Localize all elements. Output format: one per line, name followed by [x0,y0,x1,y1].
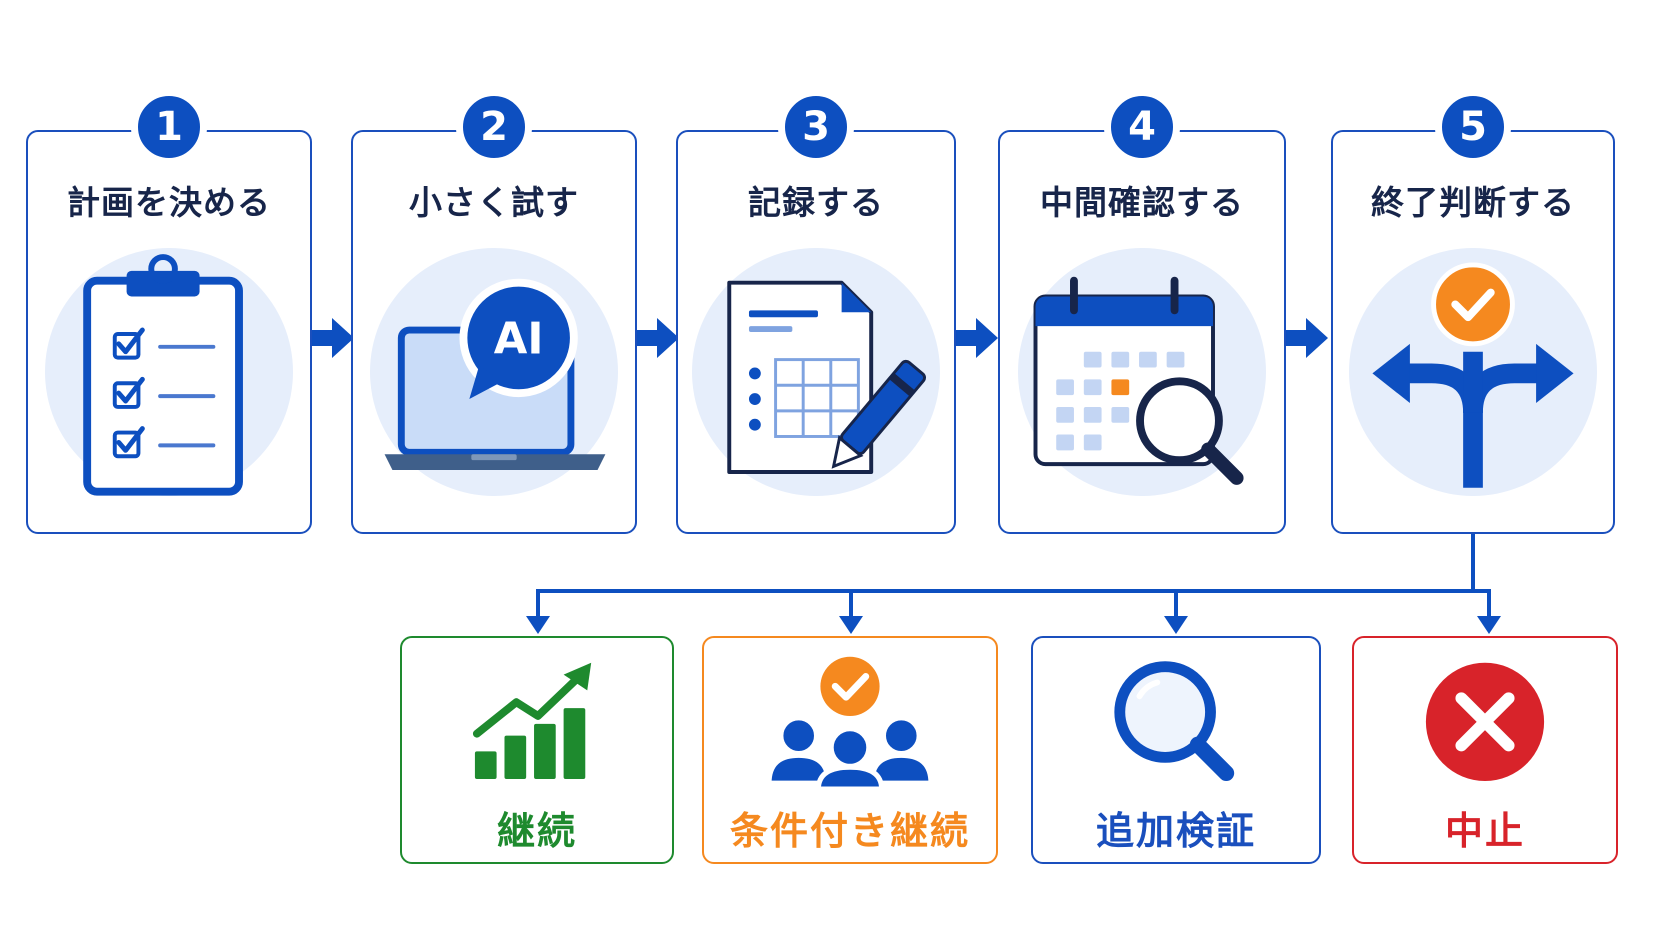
growth-chart-icon [472,662,592,780]
step-card-plan: 1 計画を決める [26,89,312,534]
calendar-magnifier-icon [1033,276,1244,485]
outcome-card-stop: 中止 [1352,636,1618,864]
outcome-label: 継続 [496,809,577,853]
step-number-badge: 5 [1435,89,1511,165]
cross-circle-icon [1425,662,1545,781]
step-number-badge: 3 [778,89,854,165]
outcome-label: 条件付き継続 [729,809,970,853]
step-title: 小さく試す [409,183,579,222]
step-card-try: 2 小さく試す AI [351,89,637,534]
outcome-label: 追加検証 [1095,809,1256,853]
step-number-badge: 1 [131,89,207,165]
outcome-card-continue: 継続 [400,636,674,864]
outcome-label: 中止 [1444,809,1525,853]
flow-arrow-right [956,318,998,358]
team-check-icon [766,656,934,792]
document-table-pen-icon [727,280,927,474]
outcome-card-additional-verification: 追加検証 [1031,636,1321,864]
step-card-record: 3 記録する [676,89,956,534]
flow-arrow-right [312,318,354,358]
magnifier-icon [1114,661,1235,782]
step-title: 記録する [748,183,884,222]
decision-split-arrow-icon [1372,262,1574,488]
ai-label: AI [494,315,544,365]
flow-arrow-right [1286,318,1328,358]
step-card-midpoint-check: 4 中間確認する [998,89,1286,534]
laptop-ai-icon: AI [384,278,606,471]
flow-arrow-right [637,318,679,358]
step-title: 中間確認する [1040,183,1244,222]
step-title: 計画を決める [67,183,271,222]
step-title: 終了判断する [1371,183,1575,222]
clipboard-checklist-icon [83,254,243,496]
step-number-badge: 2 [456,89,532,165]
step-card-final-decision: 5 終了判断する [1331,89,1615,534]
step-number-badge: 4 [1104,89,1180,165]
outcome-card-conditional-continue: 条件付き継続 [702,636,998,864]
